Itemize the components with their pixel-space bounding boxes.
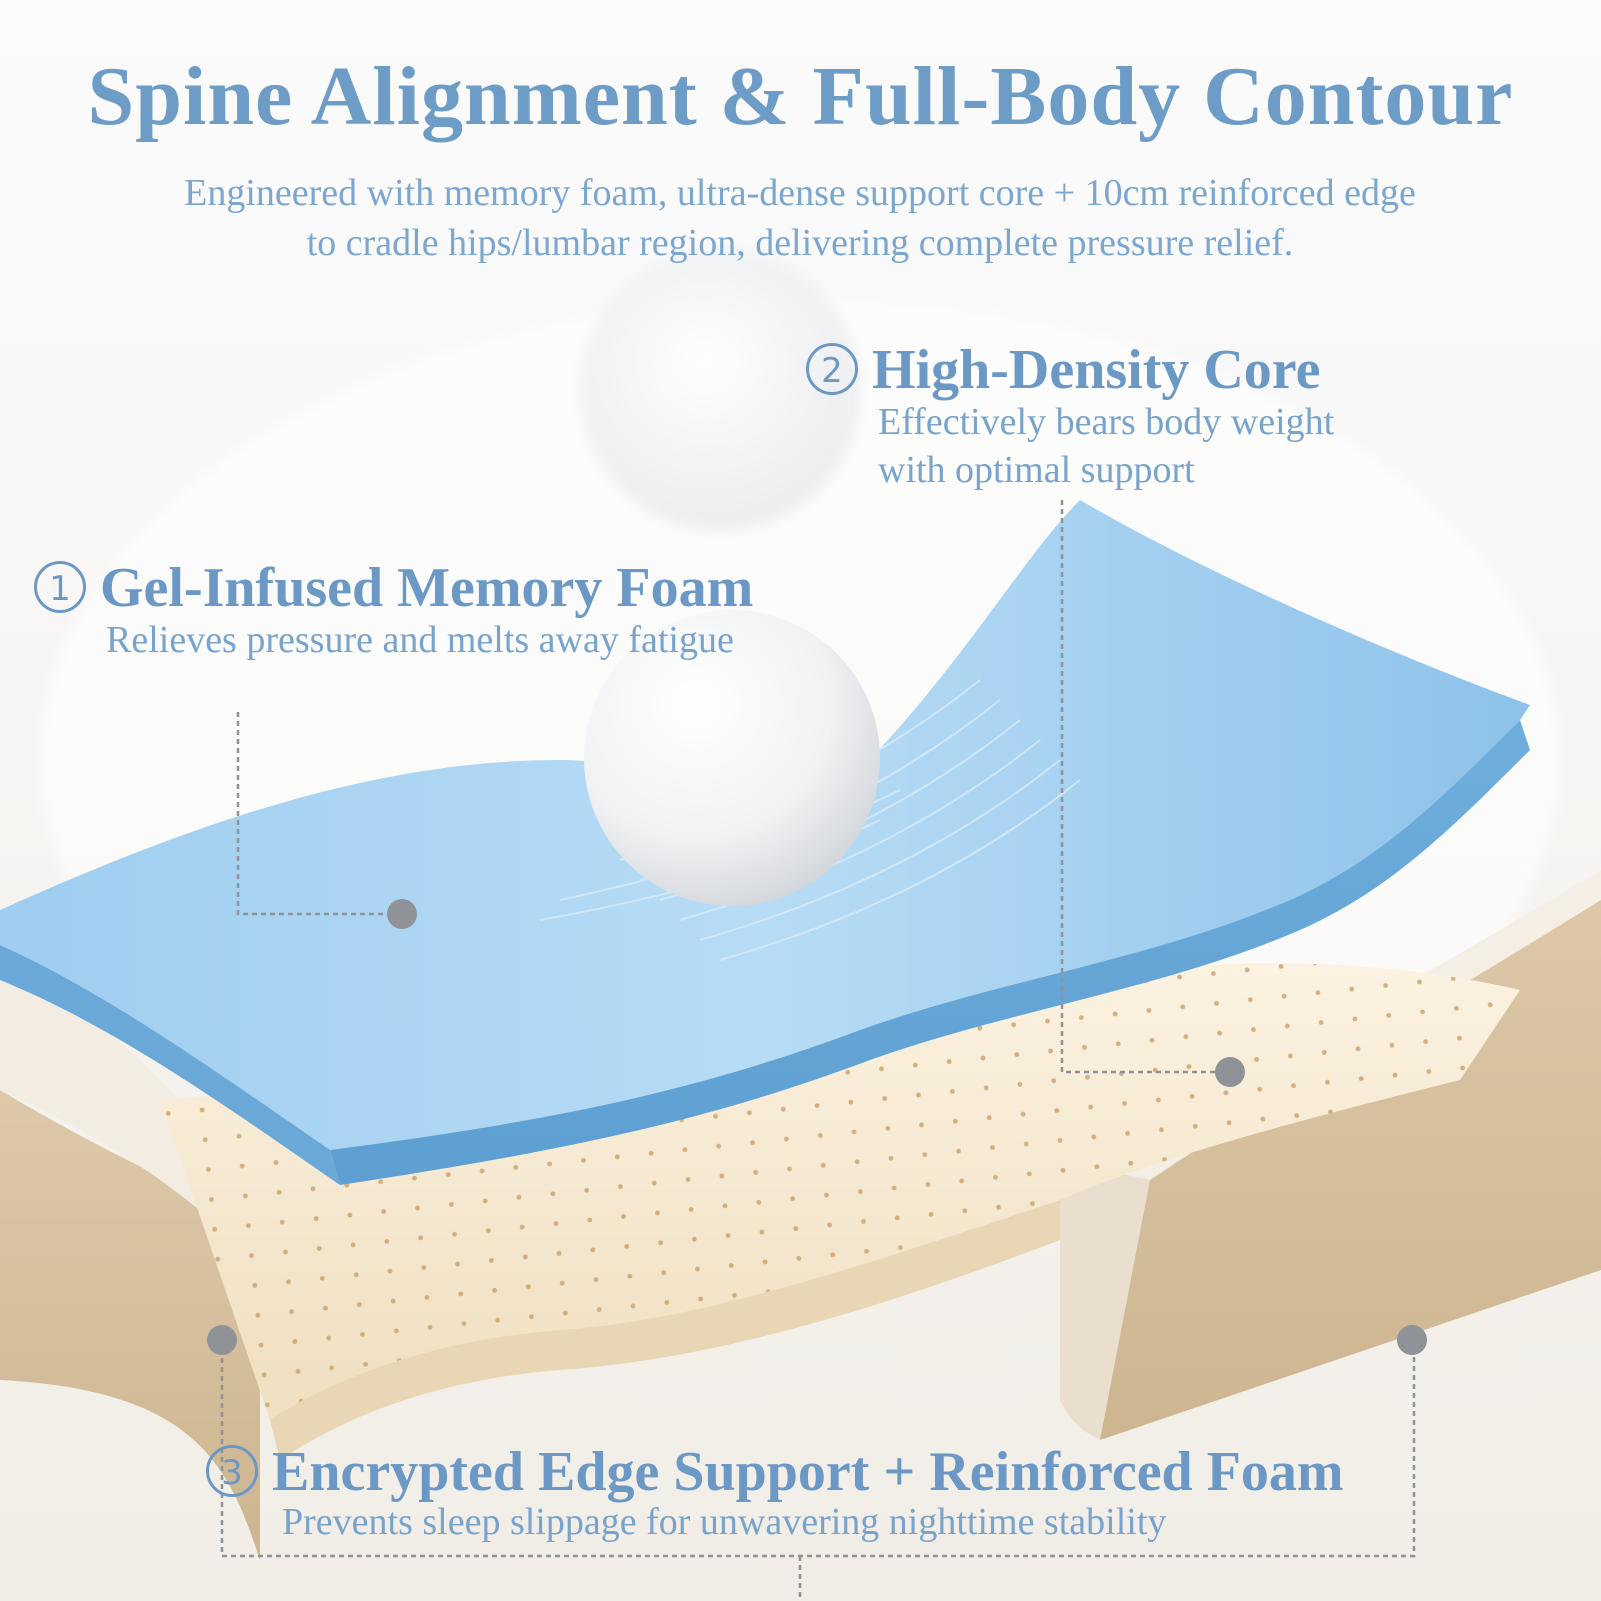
feature-edge-support: 3 Encrypted Edge Support + Reinforced Foa…: [206, 1440, 1344, 1546]
ghost-ball: [580, 250, 860, 530]
page-title: Spine Alignment & Full-Body Contour: [87, 50, 1514, 143]
feature-gel-foam: 1 Gel-Infused Memory Foam Relieves pressu…: [34, 556, 753, 664]
circled-number-2-icon: 2: [806, 343, 858, 395]
subtitle-line-1: Engineered with memory foam, ultra-dense…: [184, 172, 1416, 214]
feature-2-title: High-Density Core: [872, 339, 1321, 401]
feature-2-desc-line-2: with optimal support: [878, 449, 1195, 491]
circled-number-3-icon: 3: [206, 1445, 258, 1497]
pressure-ball: [584, 610, 880, 906]
page-subtitle: Engineered with memory foam, ultra-dense…: [60, 168, 1540, 268]
subtitle-line-2: to cradle hips/lumbar region, delivering…: [306, 222, 1294, 264]
feature-high-density-core: 2 High-Density Core Effectively bears bod…: [806, 338, 1334, 494]
feature-2-desc-line-1: Effectively bears body weight: [878, 401, 1335, 443]
feature-1-title: Gel-Infused Memory Foam: [100, 557, 754, 619]
feature-3-title: Encrypted Edge Support + Reinforced Foam: [272, 1441, 1344, 1503]
feature-3-desc: Prevents sleep slippage for unwavering n…: [282, 1501, 1167, 1543]
pointer-dots: [207, 899, 1427, 1355]
feature-1-desc: Relieves pressure and melts away fatigue: [106, 619, 734, 661]
circled-number-1-icon: 1: [34, 561, 86, 613]
